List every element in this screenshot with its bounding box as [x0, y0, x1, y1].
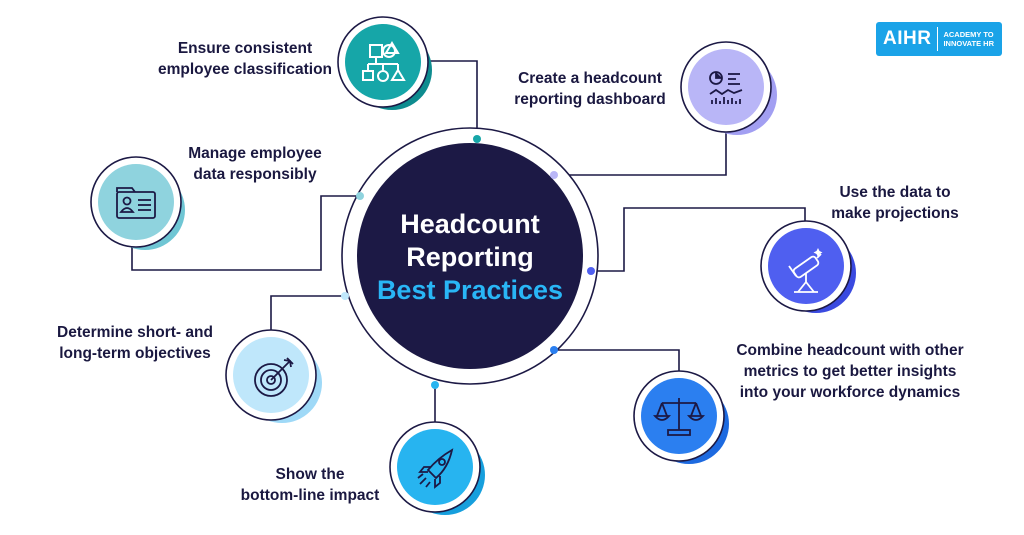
- practice-node-combine: [633, 370, 729, 464]
- label-manage-data: Manage employee data responsibly: [188, 145, 322, 183]
- logo-divider: [937, 27, 939, 51]
- label-objectives: Determine short- and long-term objective…: [57, 324, 213, 362]
- label-combine: Combine headcount with other metrics to …: [736, 342, 964, 401]
- scales-icon: [653, 398, 705, 436]
- connector-dashboard: [554, 122, 727, 176]
- practice-node-manage-data: [90, 156, 185, 250]
- ring-dot-bottom: [431, 381, 439, 389]
- label-classification: Ensure consistent employee classificatio…: [157, 40, 333, 78]
- practice-node-dashboard: [680, 41, 777, 135]
- node-fill: [768, 228, 844, 304]
- center-title-line1: Headcount: [400, 209, 540, 239]
- logo-tagline: ACADEMY TO INNOVATE HR: [943, 30, 995, 48]
- label-bottom-line: Show the bottom-line impact: [240, 466, 380, 504]
- ring-dots: [341, 135, 595, 389]
- practice-node-projections: [760, 220, 856, 313]
- label-dashboard: Create a headcount reporting dashboard: [514, 70, 666, 108]
- shapes-icon: [362, 41, 406, 82]
- center-title: Headcount Reporting Best Practices: [350, 208, 590, 307]
- center-title-line2: Reporting: [406, 242, 534, 272]
- node-fill: [397, 429, 473, 505]
- logo-wordmark: AIHR: [883, 28, 932, 49]
- node-fill: [688, 49, 764, 125]
- ring-dot-left-lower: [341, 292, 349, 300]
- connector-combine: [554, 349, 680, 380]
- practice-node-bottom-line: [389, 421, 485, 515]
- node-fill: [345, 24, 421, 100]
- ring-dot-bottom-right: [550, 346, 558, 354]
- center-title-line3: Best Practices: [376, 275, 564, 305]
- ring-dot-top: [473, 135, 481, 143]
- ring-dot-left-upper: [356, 192, 364, 200]
- rocket-icon: [417, 448, 454, 489]
- target-icon: [254, 357, 294, 397]
- connector-classification: [426, 60, 478, 139]
- dashboard-icon: [709, 71, 743, 104]
- connector-manage-data: [131, 195, 360, 271]
- id-card-icon: [116, 187, 156, 219]
- node-fill: [98, 164, 174, 240]
- connector-objectives: [270, 295, 345, 331]
- practice-node-classification: [337, 16, 432, 110]
- telescope-icon: [788, 248, 823, 293]
- node-fill: [233, 337, 309, 413]
- practice-node-objectives: [225, 329, 322, 423]
- center-hub: [341, 127, 599, 385]
- aihr-logo: AIHR ACADEMY TO INNOVATE HR: [876, 22, 1002, 56]
- ring-dot-top-right: [550, 171, 558, 179]
- ring-dot-right: [587, 267, 595, 275]
- center-disc: [357, 143, 583, 369]
- label-projections: Use the data to make projections: [831, 184, 959, 222]
